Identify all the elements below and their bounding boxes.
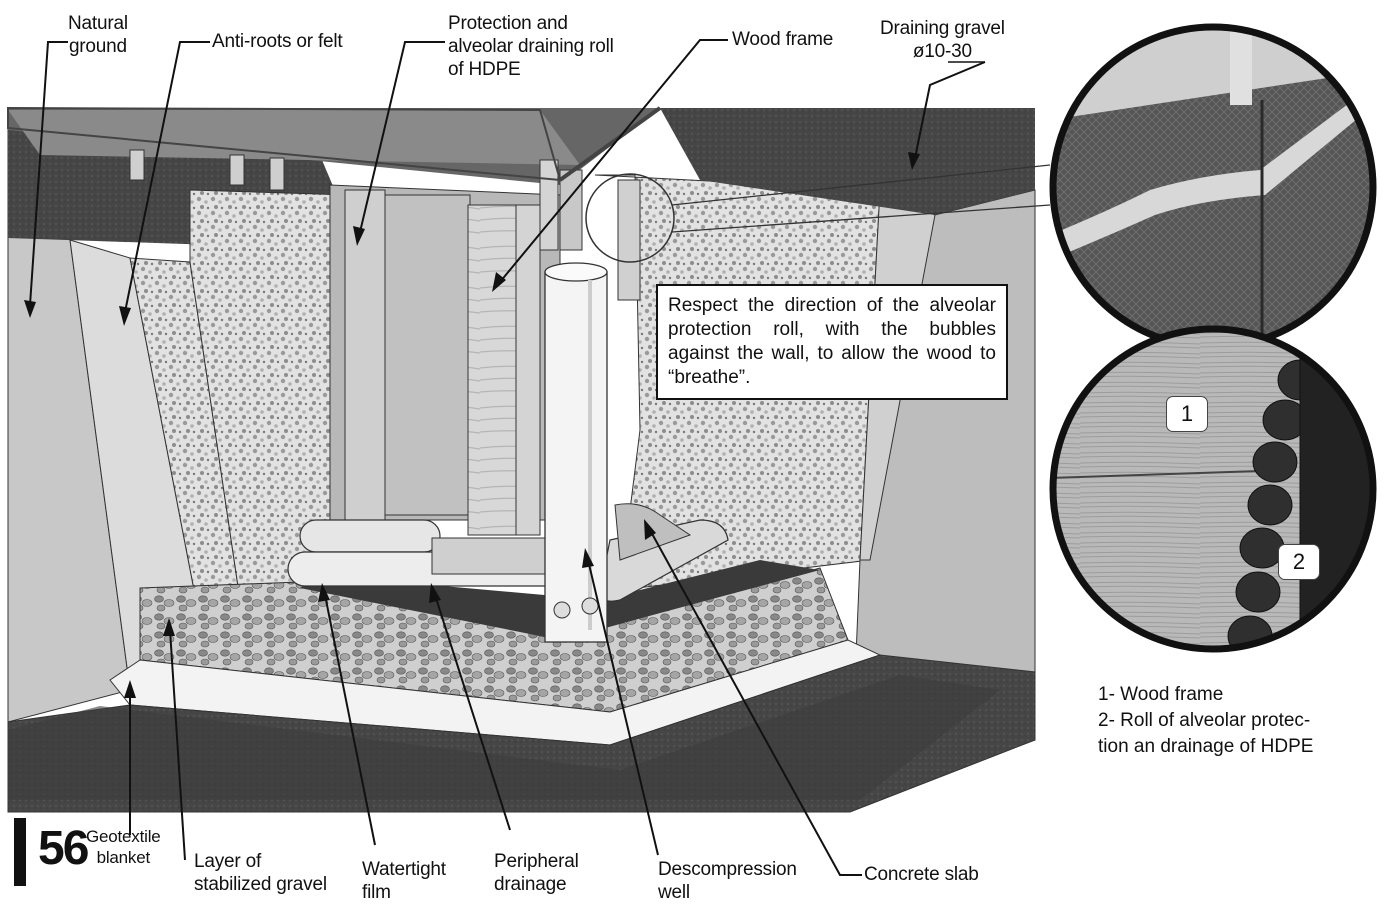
legend-item-2: 2- Roll of alveolar protec- — [1098, 710, 1311, 731]
label-natural-ground: Natural ground — [68, 12, 128, 58]
label-protection-roll-line2: alveolar draining roll — [448, 36, 614, 57]
label-stabilized-gravel-line2: stabilized gravel — [194, 874, 327, 895]
label-anti-roots: Anti-roots or felt — [212, 31, 343, 52]
label-watertight-film-line1: Watertight — [362, 859, 446, 880]
label-descompression-well-line2: well — [658, 882, 690, 903]
label-peripheral-drainage-line2: drainage — [494, 874, 567, 895]
label-protection-roll-line1: Protection and — [448, 13, 568, 34]
label-draining-gravel-line1: Draining gravel — [880, 18, 1005, 39]
label-protection-roll: Protection and alveolar draining roll of… — [448, 12, 614, 81]
label-peripheral-drainage: Peripheral drainage — [494, 850, 579, 896]
label-geotextile: Geotextile blanket — [86, 826, 161, 868]
detail-badge-2: 2 — [1278, 544, 1320, 580]
label-stabilized-gravel-line1: Layer of — [194, 851, 262, 872]
label-draining-gravel-line2: ø10-30 — [912, 41, 972, 62]
label-wood-frame: Wood frame — [732, 29, 834, 50]
label-watertight-film-line2: film — [362, 882, 391, 903]
label-natural-ground-line1: Natural — [68, 13, 128, 34]
label-watertight-film: Watertight film — [362, 858, 446, 904]
legend-item-1: 1- Wood frame — [1098, 684, 1224, 705]
label-stabilized-gravel: Layer of stabilized gravel — [194, 850, 327, 896]
label-draining-gravel: Draining gravel ø10-30 — [880, 17, 1005, 63]
label-geotextile-line1: Geotextile — [86, 827, 161, 846]
label-peripheral-drainage-line1: Peripheral — [494, 851, 579, 872]
label-descompression-well-line1: Descompression — [658, 859, 797, 880]
label-concrete-slab: Concrete slab — [864, 864, 979, 885]
label-geotextile-line2: blanket — [96, 848, 151, 867]
page-number-bar — [14, 818, 26, 886]
detail-legend: 1- Wood frame 2- Roll of alveolar protec… — [1098, 682, 1313, 760]
detail-badge-1: 1 — [1166, 396, 1208, 432]
page-number: 56 — [38, 822, 89, 875]
label-protection-roll-line3: of HDPE — [448, 59, 521, 80]
callout-box: Respect the direction of the alveolar pr… — [656, 284, 1008, 400]
label-descompression-well: Descompression well — [658, 858, 797, 904]
legend-item-3: tion an drainage of HDPE — [1098, 736, 1314, 757]
label-natural-ground-line2: ground — [68, 36, 127, 57]
